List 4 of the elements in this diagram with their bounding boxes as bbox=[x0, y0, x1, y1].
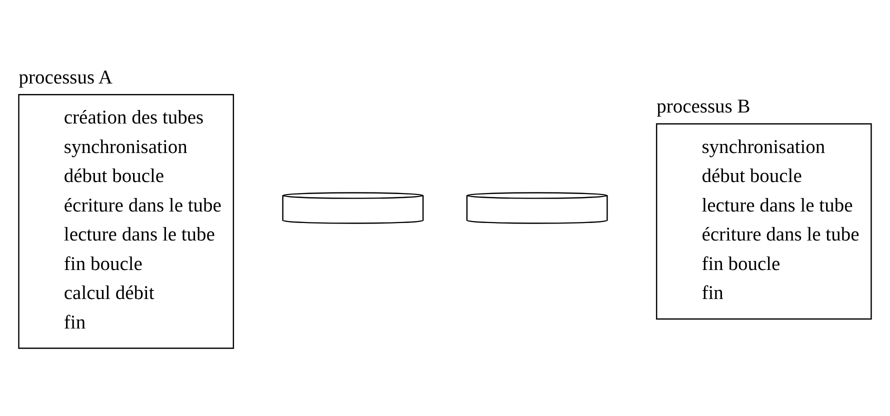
node-box: synchronisation début boucle lecture dans le tube écriture dans le tube fin boucle fin bbox=[656, 123, 872, 320]
node-label: processus A bbox=[18, 67, 112, 88]
node-label: processus B bbox=[656, 96, 750, 118]
node-box: création des tubes synchronisation début boucle écriture dans le tube lecture dans le tube fin boucle calcul débit fin bbox=[18, 94, 234, 349]
